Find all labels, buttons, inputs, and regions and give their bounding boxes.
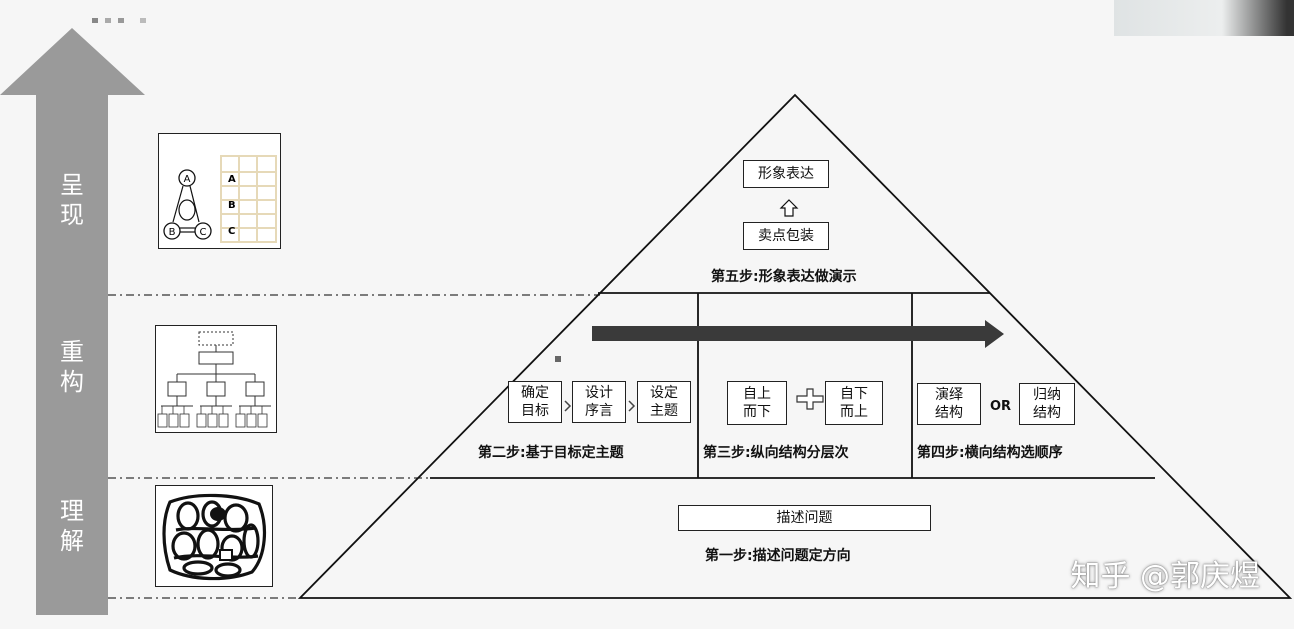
box-label: 自下而上 [840, 386, 868, 420]
thumbnail-scribble [155, 485, 273, 587]
level-label-text: 重构 [60, 338, 84, 396]
table-grid [220, 155, 277, 243]
box-deductive: 演绎结构 [917, 383, 981, 425]
box-label: 描述问题 [776, 510, 833, 526]
box-label: 自上而下 [743, 386, 771, 420]
right-arrow-icon [592, 320, 1004, 348]
step-two-label: 第二步:基于目标定主题 [478, 445, 624, 461]
level-label-present: 呈现 [50, 170, 94, 230]
up-arrow-icon [779, 199, 799, 217]
decor-square [105, 18, 111, 23]
decor-square [140, 18, 146, 23]
decor-square [92, 18, 98, 23]
watermark-text: 知乎 @郭庆煜 [1070, 559, 1260, 594]
box-define-goal: 确定目标 [508, 381, 562, 423]
decor-square [555, 356, 561, 362]
step-three-label: 第三步:纵向结构分层次 [703, 445, 849, 461]
box-label: 设定主题 [650, 385, 678, 419]
pyramid-outline [297, 93, 1293, 599]
box-label: 形象表达 [758, 166, 814, 182]
level-label-understand: 理解 [50, 496, 94, 556]
plus-icon [796, 388, 824, 410]
thumbnail-graph-table: A B C A B C [158, 133, 281, 249]
box-describe-problem: 描述问题 [678, 505, 931, 531]
box-label: 演绎结构 [935, 387, 963, 421]
box-label: 确定目标 [521, 385, 549, 419]
table-label-b: B [228, 200, 236, 211]
corner-photo [1114, 0, 1294, 36]
box-set-theme: 设定主题 [637, 381, 691, 423]
box-label: 归纳结构 [1033, 387, 1061, 421]
step-four-label: 第四步:横向结构选顺序 [917, 445, 1063, 461]
box-selling-point: 卖点包装 [743, 222, 829, 250]
step-five-label: 第五步:形象表达做演示 [711, 269, 857, 285]
tree-sketch [157, 331, 271, 428]
graph-edges [172, 185, 200, 233]
table-label-c: C [228, 226, 235, 237]
graph-table-sketch: A B C A B C [163, 155, 277, 243]
level-label-text: 呈现 [60, 171, 84, 229]
scribble-sketch [162, 493, 266, 581]
box-label: 设计序言 [585, 385, 613, 419]
box-inductive: 归纳结构 [1019, 383, 1075, 425]
left-progress-arrow [0, 28, 145, 615]
box-top-down: 自上而下 [727, 381, 787, 425]
step-one-label: 第一步:描述问题定方向 [705, 548, 851, 564]
box-label: 卖点包装 [758, 228, 814, 244]
graph-node-b: B [169, 227, 176, 238]
decor-square [118, 18, 124, 23]
level-label-restructure: 重构 [50, 337, 94, 397]
graph-nodes [163, 169, 212, 240]
table-row-labels: A B C [228, 174, 236, 237]
graph-node-labels: A B C [169, 174, 207, 238]
right-chevron-icon [564, 400, 636, 412]
graph-node-c: C [200, 227, 207, 238]
or-label: OR [990, 399, 1012, 414]
thumbnail-tree-structure [155, 325, 277, 433]
table-label-a: A [228, 174, 236, 185]
graph-node-a: A [184, 174, 191, 185]
box-bottom-up: 自下而上 [825, 381, 883, 425]
box-design-preface: 设计序言 [572, 381, 626, 423]
box-image-expression: 形象表达 [743, 160, 829, 188]
level-label-text: 理解 [60, 497, 84, 555]
